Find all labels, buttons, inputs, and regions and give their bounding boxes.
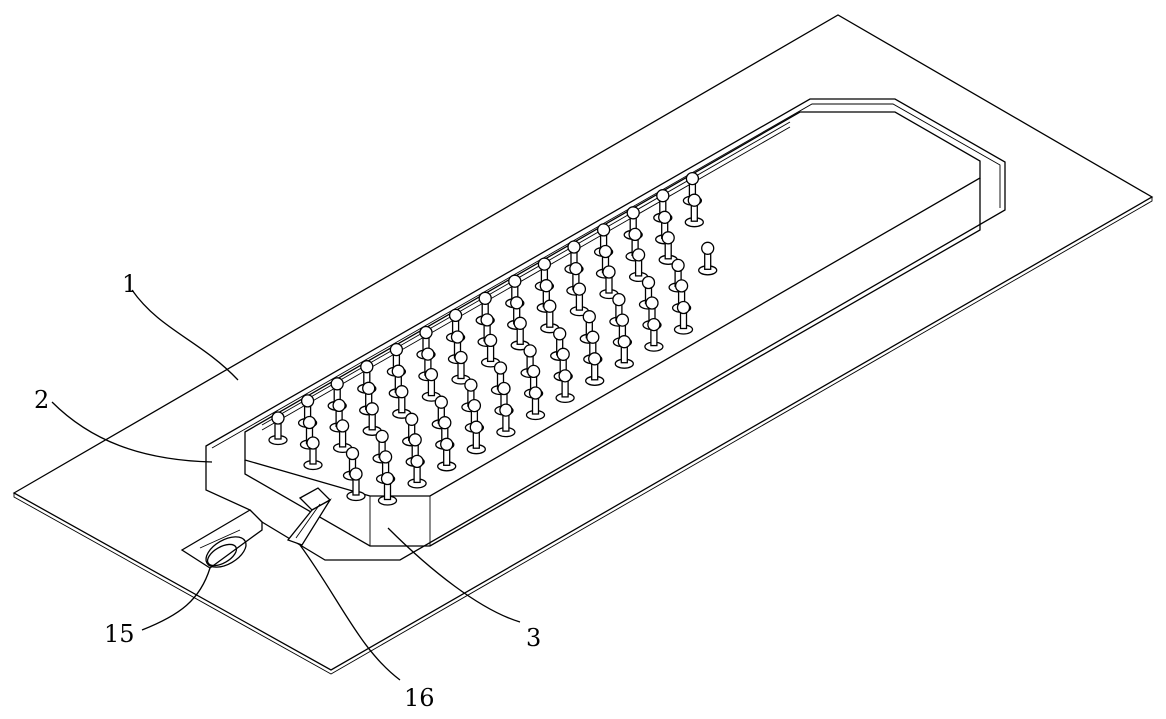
pin bbox=[268, 411, 288, 446]
leader-15 bbox=[141, 567, 211, 631]
pin bbox=[407, 454, 427, 489]
pin bbox=[698, 241, 718, 276]
back-rail bbox=[261, 121, 791, 426]
pin bbox=[421, 367, 442, 402]
label-15: 15 bbox=[104, 620, 135, 648]
label-3: 3 bbox=[526, 624, 541, 652]
pin bbox=[437, 437, 457, 472]
pin bbox=[585, 352, 605, 386]
pin bbox=[555, 369, 575, 404]
pin bbox=[525, 386, 546, 421]
connector-16 bbox=[286, 487, 332, 546]
leader-2 bbox=[51, 401, 213, 463]
label-2: 2 bbox=[34, 386, 49, 414]
raised-pad-side bbox=[244, 178, 981, 547]
pin bbox=[644, 317, 664, 352]
pin bbox=[599, 265, 619, 300]
pin bbox=[451, 350, 471, 385]
base-plate-edge bbox=[13, 197, 1153, 675]
pin bbox=[466, 420, 486, 455]
leader-1 bbox=[131, 289, 239, 381]
pin bbox=[614, 335, 634, 369]
back-rail-2 bbox=[261, 126, 791, 431]
pin-array bbox=[268, 171, 718, 506]
label-16: 16 bbox=[404, 684, 435, 712]
pin bbox=[386, 342, 407, 377]
pin bbox=[362, 402, 382, 436]
pin bbox=[303, 436, 323, 471]
leader-16 bbox=[299, 544, 401, 681]
pin bbox=[392, 385, 412, 419]
pin bbox=[673, 300, 694, 335]
label-1: 1 bbox=[122, 270, 137, 298]
recess-step bbox=[211, 103, 1001, 449]
pin bbox=[377, 471, 398, 506]
pin bbox=[346, 467, 366, 502]
leader-3 bbox=[387, 527, 521, 623]
pin bbox=[496, 403, 516, 438]
pin bbox=[540, 299, 560, 334]
connector-15 bbox=[199, 529, 247, 568]
pin bbox=[480, 333, 501, 368]
pin bbox=[684, 193, 704, 228]
